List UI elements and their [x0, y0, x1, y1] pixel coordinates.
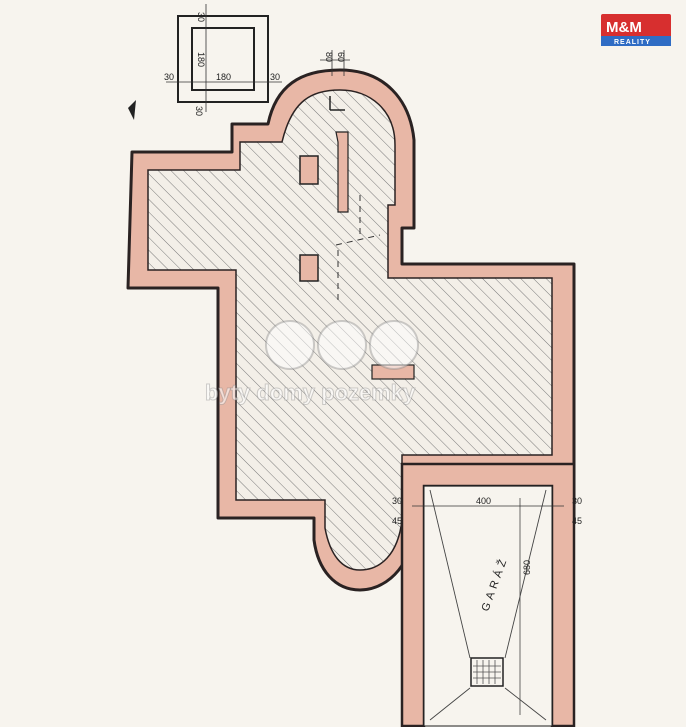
garage-wall-right: 30 — [572, 496, 582, 506]
garage-width: 400 — [476, 496, 491, 506]
chimney-detail: 30 180 180 30 30 30 — [164, 4, 282, 116]
garage-wall-left: 30 — [392, 496, 402, 506]
chimney-dim-left: 30 — [164, 72, 174, 82]
brand-logo: M&M REALITY — [601, 14, 671, 46]
watermark-text: byty domy pozemky — [205, 380, 416, 405]
chimney-dim-top: 30 — [196, 12, 206, 22]
garage-offset-right: 45 — [572, 516, 582, 526]
north-arrow-icon — [128, 100, 136, 120]
stair-turret: 80 60 — [320, 50, 381, 300]
chimney-shaft-lower — [299, 254, 319, 282]
garage-offset-left: 45 — [392, 516, 402, 526]
chimney-dim-side: 180 — [196, 52, 206, 67]
garage: 400 30 30 45 45 680 GARÁŽ — [392, 462, 582, 727]
chimney-dim-right: 30 — [270, 72, 280, 82]
garage-length: 680 — [522, 560, 532, 575]
chimney-shaft-upper — [299, 155, 319, 185]
logo-sub: REALITY — [614, 39, 651, 46]
stair-dim-a: 80 — [324, 52, 334, 62]
watermark: byty domy pozemky — [205, 320, 419, 406]
garage-drain-icon — [470, 657, 504, 687]
logo-brand: M&M — [606, 19, 642, 36]
chimney-dim-width: 180 — [216, 72, 231, 82]
chimney-dim-bottom: 30 — [194, 106, 204, 116]
stair-dim-b: 60 — [336, 52, 346, 62]
